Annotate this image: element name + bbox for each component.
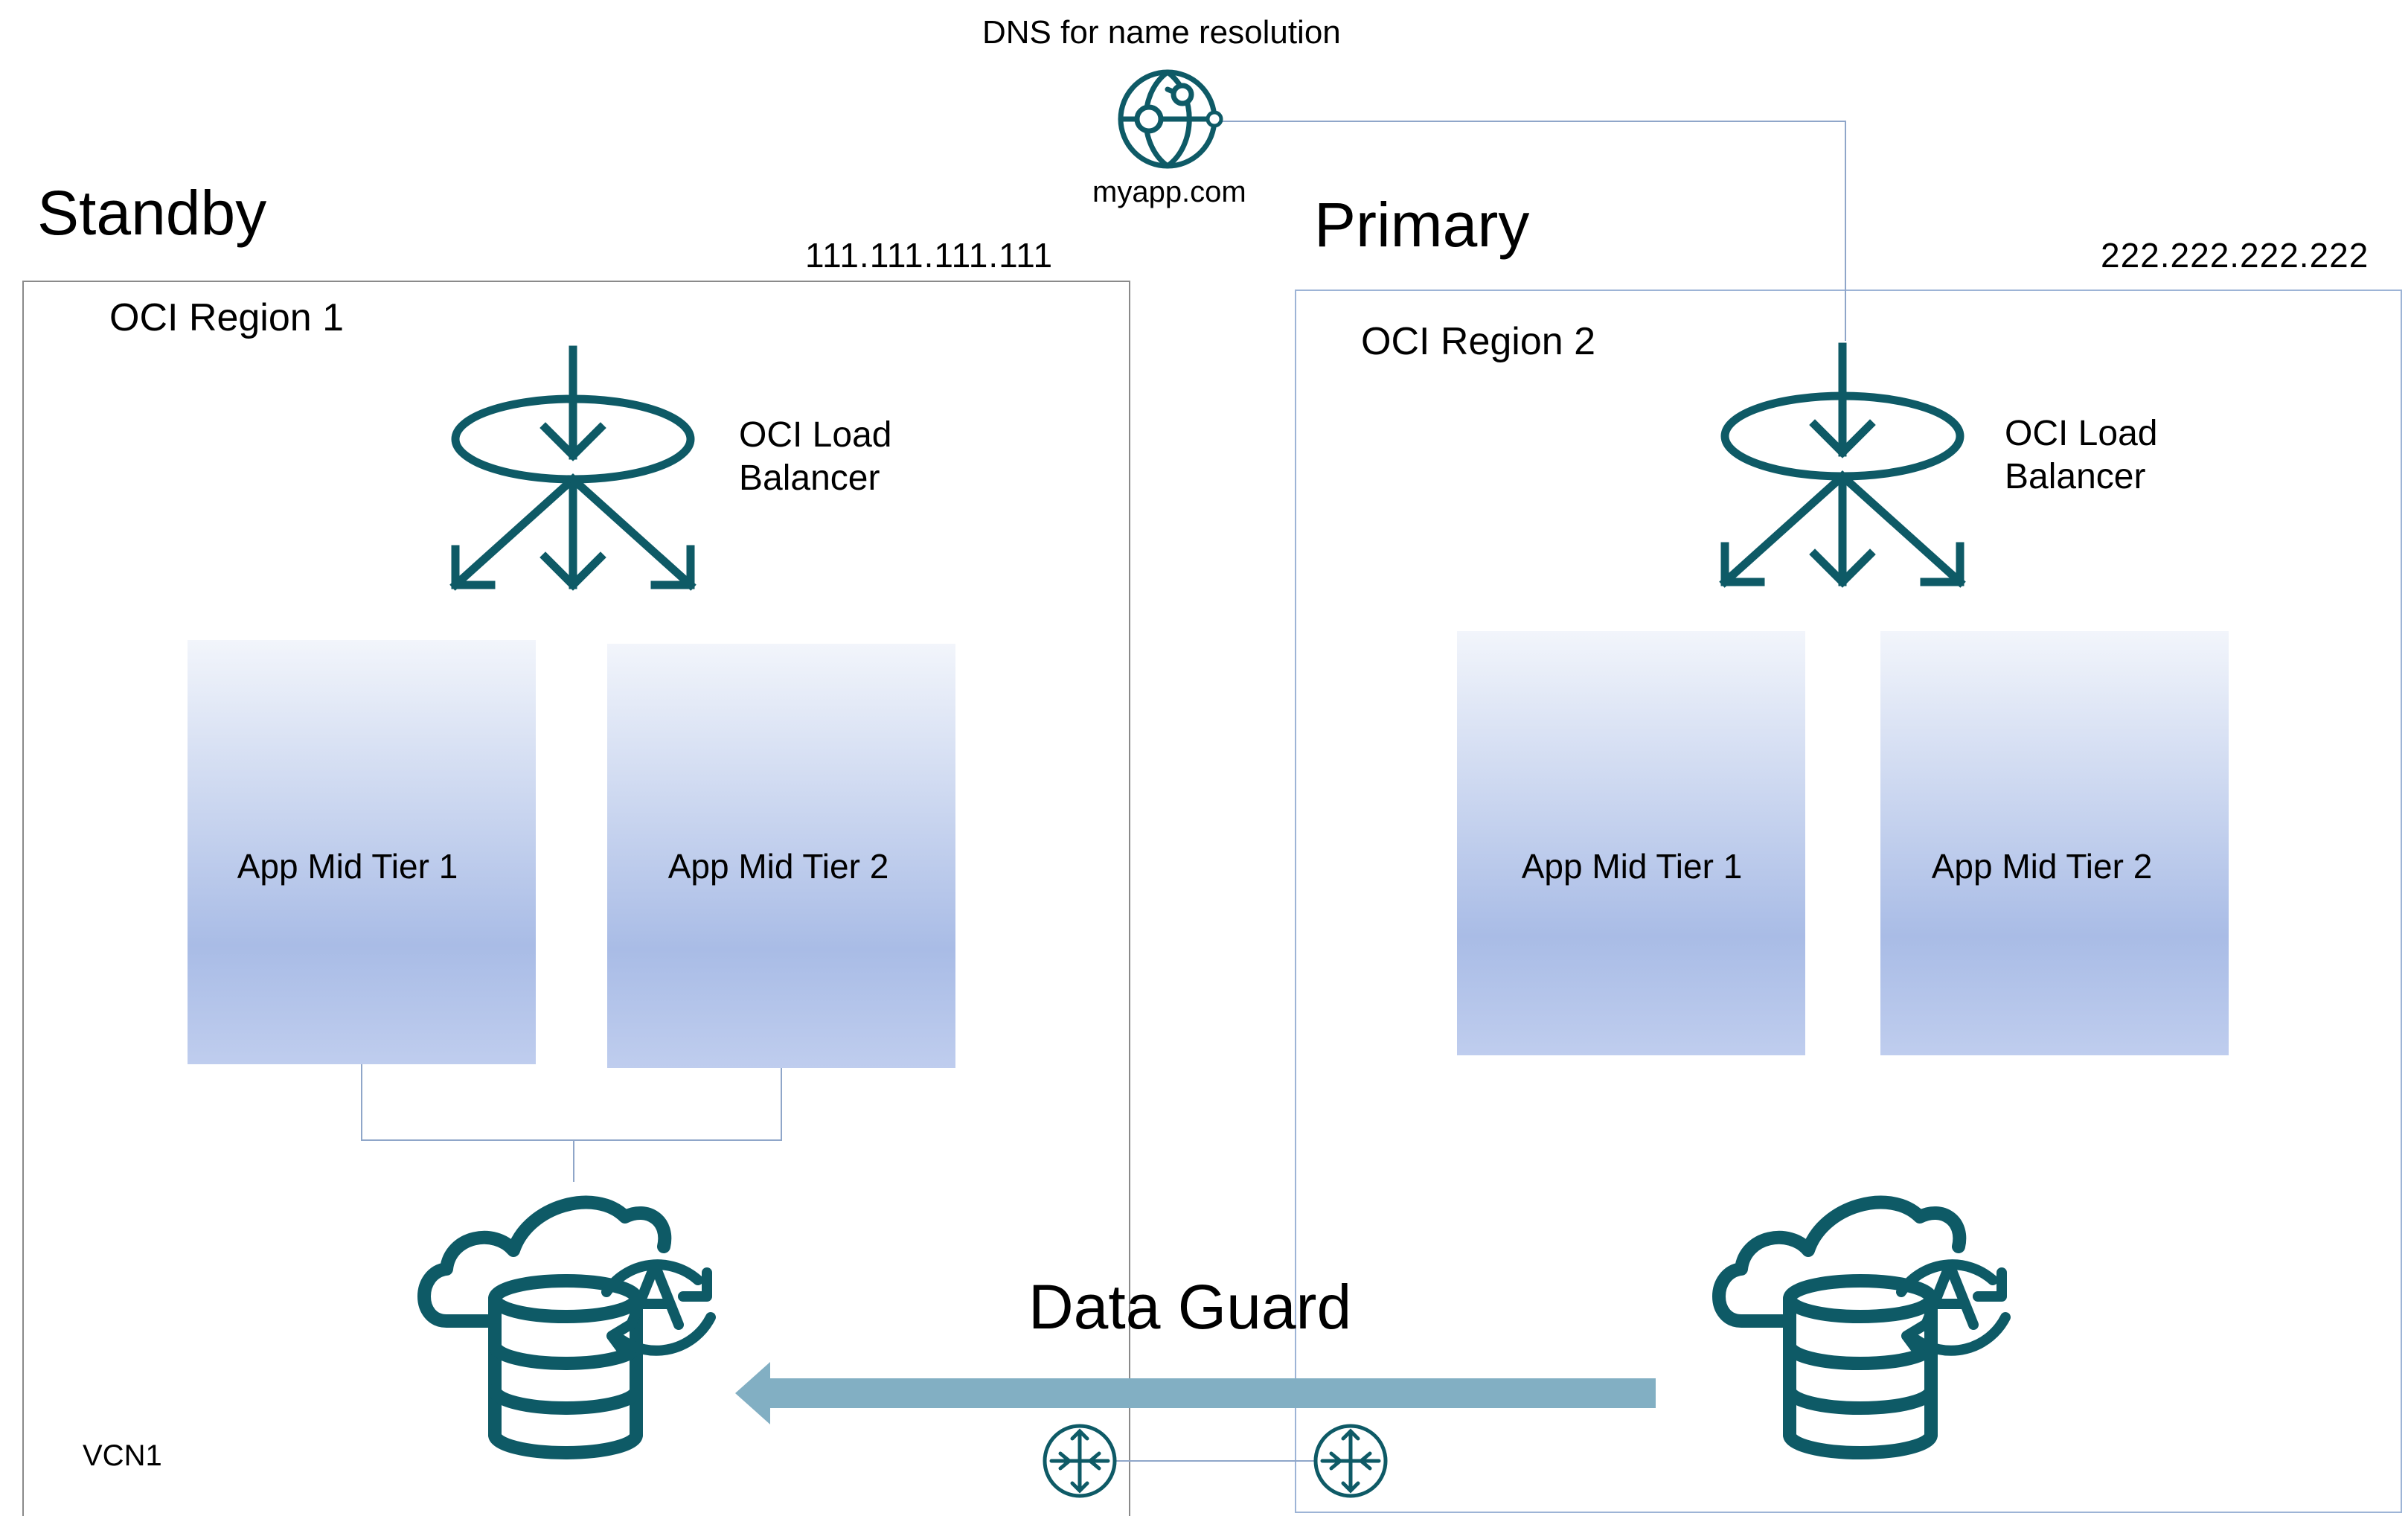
- primary-router-icon: [1313, 1424, 1388, 1498]
- standby-tier-1-label: App Mid Tier 1: [237, 847, 458, 886]
- primary-database-icon: [1712, 1195, 2011, 1459]
- primary-region-label: OCI Region 2: [1361, 320, 1596, 363]
- standby-load-balancer-label: OCI Load Balancer: [739, 415, 892, 498]
- primary-load-balancer-label: OCI Load Balancer: [2005, 414, 2158, 496]
- standby-tier-connector: [361, 1064, 782, 1141]
- data-guard-arrow: [735, 1362, 1656, 1424]
- data-guard-label: Data Guard: [1028, 1272, 1352, 1342]
- primary-region-box: [1295, 290, 2402, 1513]
- primary-ip: 222.222.222.222: [2101, 236, 2369, 275]
- standby-title: Standby: [37, 178, 267, 248]
- dns-globe-icon: [1118, 69, 1223, 169]
- standby-region-box: [22, 281, 1130, 1516]
- primary-tier-2-box: [1880, 631, 2229, 1055]
- dns-caption: DNS for name resolution: [982, 14, 1341, 51]
- primary-title: Primary: [1314, 190, 1530, 260]
- vcn-label: VCN1: [83, 1439, 162, 1472]
- standby-tier-2-box: [607, 644, 955, 1068]
- standby-tier-2-label: App Mid Tier 2: [667, 847, 889, 886]
- primary-tier-1-box: [1457, 631, 1805, 1055]
- standby-load-balancer-icon: [449, 345, 697, 591]
- standby-ip: 111.111.111.111: [805, 236, 1054, 275]
- standby-tier-1-box: [188, 640, 536, 1064]
- primary-tier-2-label: App Mid Tier 2: [1931, 847, 2153, 886]
- standby-database-icon: [417, 1195, 716, 1459]
- primary-load-balancer-icon: [1719, 342, 1966, 588]
- primary-tier-1-label: App Mid Tier 1: [1521, 847, 1743, 886]
- standby-region-label: OCI Region 1: [109, 296, 345, 339]
- standby-router-icon: [1043, 1424, 1117, 1498]
- dns-connector: [1214, 121, 1846, 341]
- dns-domain: myapp.com: [1092, 176, 1246, 208]
